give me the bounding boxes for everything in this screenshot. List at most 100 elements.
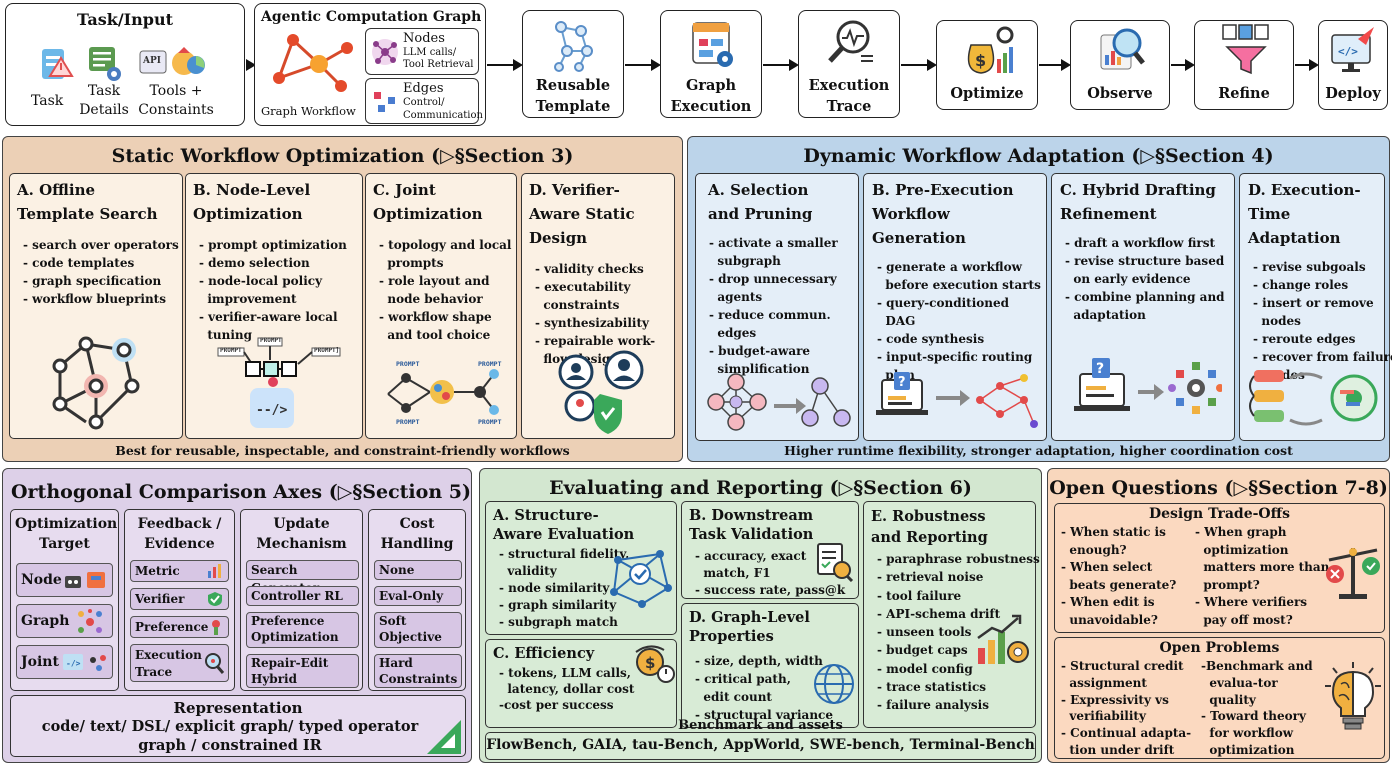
eval-col-heading: E. Robustness and Reporting [871, 508, 988, 546]
static-col-heading: B. Node-Level Optimization [193, 181, 311, 223]
dynamic-col-b: B. Pre-Execution Workflow Generation - g… [863, 173, 1047, 441]
svg-text:$: $ [645, 654, 655, 672]
step-observe: Observe [1070, 20, 1170, 110]
tools-icon [139, 47, 205, 75]
hybrid-drafting-icon: ? [1074, 358, 1222, 414]
bullet: tion under drift [1061, 742, 1175, 757]
bullet: - activate a smaller [709, 236, 838, 250]
svg-text:-/>: -/> [66, 659, 81, 668]
axes-item: Verifier [130, 588, 229, 610]
bullet: - retrieval noise [877, 570, 984, 585]
eval-col-heading: D. Graph-Level Properties [689, 609, 810, 645]
dynamic-col-heading: D. Execution-Time Adaptation [1248, 181, 1361, 247]
bullet: - graph specification [23, 274, 162, 288]
bullet: match, F1 [695, 566, 771, 580]
edges-label: Edges [403, 81, 444, 96]
bullet: - paraphrase robustness [877, 552, 1040, 566]
step-label: Refine [1218, 85, 1270, 102]
observe-magnifier-icon [1100, 28, 1145, 70]
bullet: - search over operators [23, 238, 179, 252]
bullet: - size, depth, width [695, 654, 823, 668]
static-col-bullets: - search over operators - code templates… [10, 236, 182, 308]
bullet: quality [1201, 692, 1256, 707]
generation-laptop-icon: ? [876, 372, 1038, 428]
validation-doc-icon [817, 543, 854, 582]
axes-item-label: Verifier [135, 592, 185, 606]
prompt-tag: PROMPT [478, 360, 502, 368]
static-col-bullets: - topology and local prompts - role layo… [366, 236, 516, 344]
axes-col-heading: Update Mechanism [256, 516, 347, 552]
arrow-1 [246, 59, 256, 71]
axes-item: Repair-Edit Hybrid [246, 654, 359, 688]
bullet: and tool choice [379, 328, 491, 342]
bullet: - tool failure [877, 588, 962, 603]
static-col-heading: C. Joint Optimization [373, 181, 483, 223]
bullet: edit count [695, 690, 772, 704]
bullet: latency, dollar cost [499, 682, 635, 696]
node-robot-icon [65, 572, 105, 588]
bullet: - verifier-aware local [199, 310, 338, 324]
svg-text:?: ? [898, 375, 906, 390]
dynamic-section: Dynamic Workflow Adaptation (▷§Section 4… [687, 136, 1392, 462]
structure-network-icon [610, 550, 672, 608]
bullet: - unseen tools [877, 625, 972, 640]
benchmark-text: FlowBench, GAIA, tau-Bench, AppWorld, SW… [486, 737, 1035, 753]
axes-item-label: Graph [21, 613, 70, 629]
bullet: - code synthesis [877, 332, 985, 346]
bullet: tuning [199, 328, 253, 342]
efficiency-coins-icon: $ [635, 645, 675, 683]
bullet: - budget-aware [709, 344, 811, 358]
bullet: - insert or remove [1253, 296, 1374, 310]
verifier-check-icon [208, 592, 222, 606]
static-col-b: B. Node-Level Optimization - prompt opti… [185, 173, 363, 439]
deploy-monitor-rocket-icon: </> [1331, 27, 1374, 72]
dynamic-col-heading: B. Pre-Execution Workflow Generation [872, 181, 1014, 247]
dynamic-col-bullets: - activate a smaller subgraph - drop unn… [696, 234, 858, 378]
bullet: agents [709, 290, 763, 304]
bullet: beats generate? [1061, 577, 1177, 592]
bullet: - Structural credit [1061, 659, 1184, 673]
problems-box: Open Problems - Structural credit assign… [1054, 637, 1385, 759]
arrow-4 [763, 59, 799, 71]
bullet: assignment [1061, 675, 1147, 690]
task-input-card: Task/Input Task Task Details API Tools +… [5, 3, 245, 126]
api-icon-label: API [143, 56, 161, 66]
axes-col-heading: Optimization Target [15, 516, 118, 552]
axes-item: Hard Constraints [374, 654, 462, 688]
axes-item: Metric [130, 560, 229, 582]
static-section: Static Workflow Optimization (▷§Section … [2, 136, 683, 462]
dynamic-col-a: A. Selection and Pruning - activate a sm… [695, 173, 859, 441]
axes-item: Node [16, 563, 113, 597]
axes-col-target: Optimization Target Node Graph Joint -/> [10, 509, 119, 691]
axes-col-feedback: Feedback / Evidence Metric Verifier Pref… [124, 509, 235, 691]
prompt-tag: PROMPT [396, 418, 420, 426]
representation-text: code/ text/ DSL/ explicit graph/ typed o… [41, 718, 419, 754]
edges-box: Edges Control/ Communication [365, 78, 483, 124]
bullet: - repairable work- [535, 334, 656, 348]
static-col-heading: D. Verifier-Aware Static Design [529, 181, 635, 247]
bullet: - success rate, pass@k [695, 583, 846, 597]
eval-col-bullets: - paraphrase robustness - retrieval nois… [864, 550, 1040, 715]
axes-item-label: Soft Objective [379, 614, 442, 644]
edges-icon [374, 92, 395, 112]
axes-item: Eval-Only [374, 586, 462, 606]
bullet: - subgraph match [499, 615, 618, 629]
growth-chart-gear-icon [977, 614, 1029, 664]
bullet: matters more than [1195, 560, 1330, 574]
tradeoffs-left: - When static is enough? - When select b… [1055, 524, 1182, 629]
axes-col-update: Update Mechanism Search Generator Contro… [240, 509, 363, 691]
svg-text:--/>: --/> [256, 403, 287, 418]
step-label: Reusable Template [535, 77, 611, 115]
prompt-node-icon: --/> [217, 337, 341, 428]
axes-item-label: Joint [21, 654, 59, 670]
bullet: - structural variance [695, 708, 833, 722]
bullet: - node similarity [499, 581, 610, 595]
static-col-a: A. Offline Template Search - search over… [9, 173, 183, 439]
eval-col-d: D. Graph-Level Properties - size, depth,… [681, 603, 859, 728]
bullet: - draft a workflow first [1065, 236, 1216, 250]
template-search-graph-icon [52, 336, 140, 430]
magnifier-trace-icon [828, 20, 873, 63]
bullet: optimization [1195, 542, 1289, 557]
step-label: Observe [1087, 85, 1153, 102]
bullet: - node-local policy [199, 274, 323, 288]
